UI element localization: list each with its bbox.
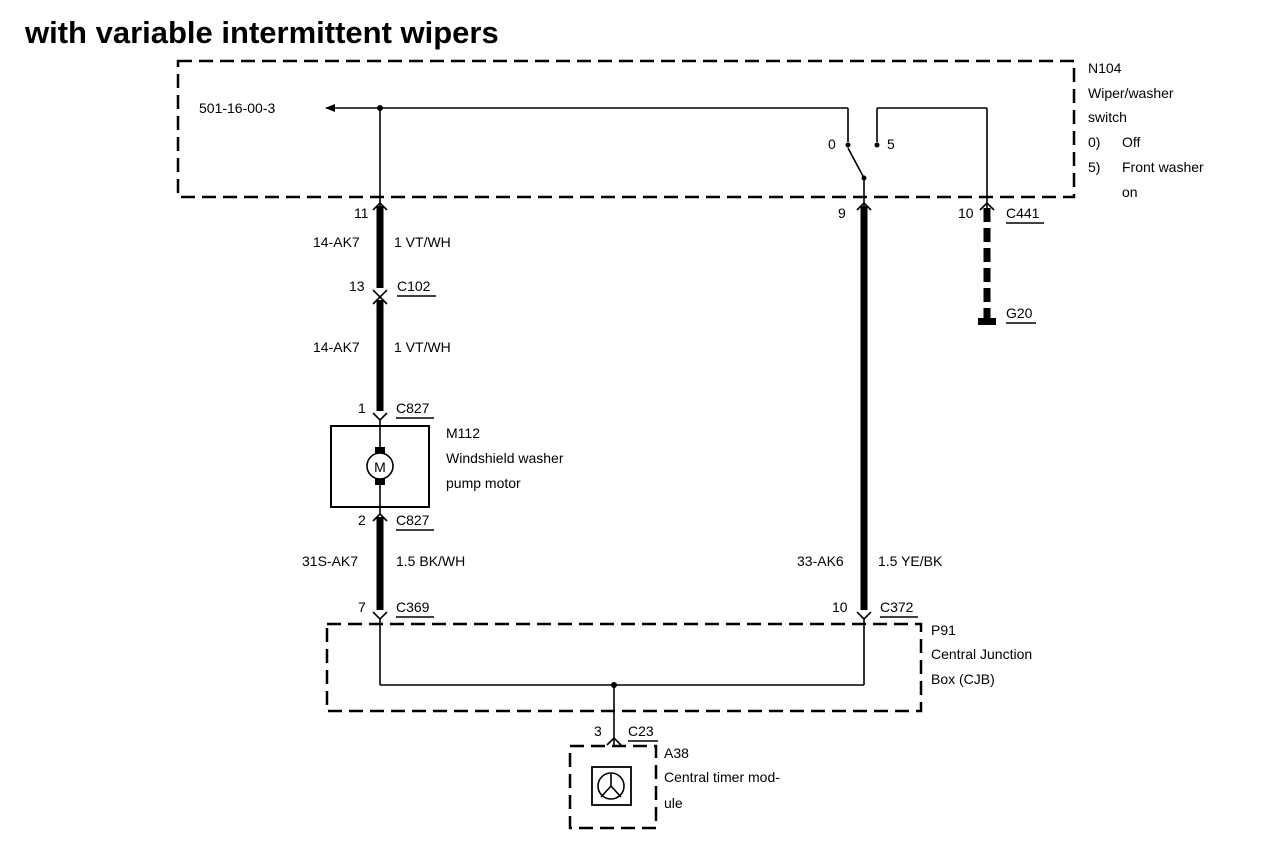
pin-2: 2: [358, 512, 366, 528]
cjb-name-2: Box (CJB): [931, 671, 995, 687]
wire4-circuit: 33-AK6: [797, 553, 844, 569]
switch-contact-0: 0: [828, 136, 836, 152]
pin-10-bottom: 10: [832, 599, 848, 615]
timer-symbol: [591, 766, 632, 806]
switch-pos5-desc-1: Front washer: [1122, 159, 1204, 175]
pin-1: 1: [358, 400, 366, 416]
cjb-wiring: [379, 619, 865, 746]
motor-m112: M: [330, 420, 430, 514]
pin-10-top: 10: [958, 205, 974, 221]
diagram-title: with variable intermittent wipers: [24, 15, 499, 50]
switch-name-1: Wiper/washer: [1088, 85, 1174, 101]
pin-11: 11: [354, 205, 369, 221]
pin-13: 13: [349, 278, 365, 294]
connector-c441: C441: [1006, 205, 1040, 221]
connector-c372: C372: [880, 599, 914, 615]
wire4-spec: 1.5 YE/BK: [878, 553, 943, 569]
timer-name-1: Central timer mod-: [664, 769, 780, 785]
pin-9: 9: [838, 205, 846, 221]
switch-pos5-num: 5): [1088, 159, 1100, 175]
wire3-spec: 1.5 BK/WH: [396, 553, 465, 569]
wire2-spec: 1 VT/WH: [394, 339, 451, 355]
connector-c102: C102: [397, 278, 431, 294]
cjb-name-1: Central Junction: [931, 646, 1032, 662]
ground-g20-label: G20: [1006, 305, 1033, 321]
motor-name-2: pump motor: [446, 475, 521, 491]
motor-id: M112: [446, 425, 480, 441]
connector-c369: C369: [396, 599, 430, 615]
connector-c23: C23: [628, 723, 654, 739]
wire-14-ak7-lower: [372, 295, 388, 422]
switch-name-2: switch: [1088, 109, 1127, 125]
wire-14-ak7-upper: [372, 201, 388, 299]
ground-symbol: [978, 318, 996, 325]
wire-31s-ak7: [372, 512, 388, 621]
switch-wiring: [325, 104, 988, 210]
wire-33-ak6: [856, 201, 872, 621]
timer-box: [568, 744, 658, 830]
switch-pos0-desc: Off: [1122, 134, 1141, 150]
connector-c827-bottom: C827: [396, 512, 430, 528]
cjb-box: [325, 622, 923, 713]
switch-id: N104: [1088, 60, 1122, 76]
pin-7: 7: [358, 599, 366, 615]
switch-pos0-num: 0): [1088, 134, 1100, 150]
motor-symbol: M: [374, 459, 386, 475]
cjb-id: P91: [931, 622, 956, 638]
wire1-circuit: 14-AK7: [313, 234, 360, 250]
switch-pos5-desc-2: on: [1122, 184, 1138, 200]
wire-ground-g20: [978, 201, 996, 325]
timer-id: A38: [664, 745, 689, 761]
wire2-circuit: 14-AK7: [313, 339, 360, 355]
switch-contact-5: 5: [887, 136, 895, 152]
timer-name-2: ule: [664, 795, 683, 811]
pin-3: 3: [594, 723, 602, 739]
switch-box: [176, 59, 1076, 199]
wire1-spec: 1 VT/WH: [394, 234, 451, 250]
wire3-circuit: 31S-AK7: [302, 553, 358, 569]
connector-c827-top: C827: [396, 400, 430, 416]
reference-label: 501-16-00-3: [199, 100, 275, 116]
motor-name-1: Windshield washer: [446, 450, 564, 466]
